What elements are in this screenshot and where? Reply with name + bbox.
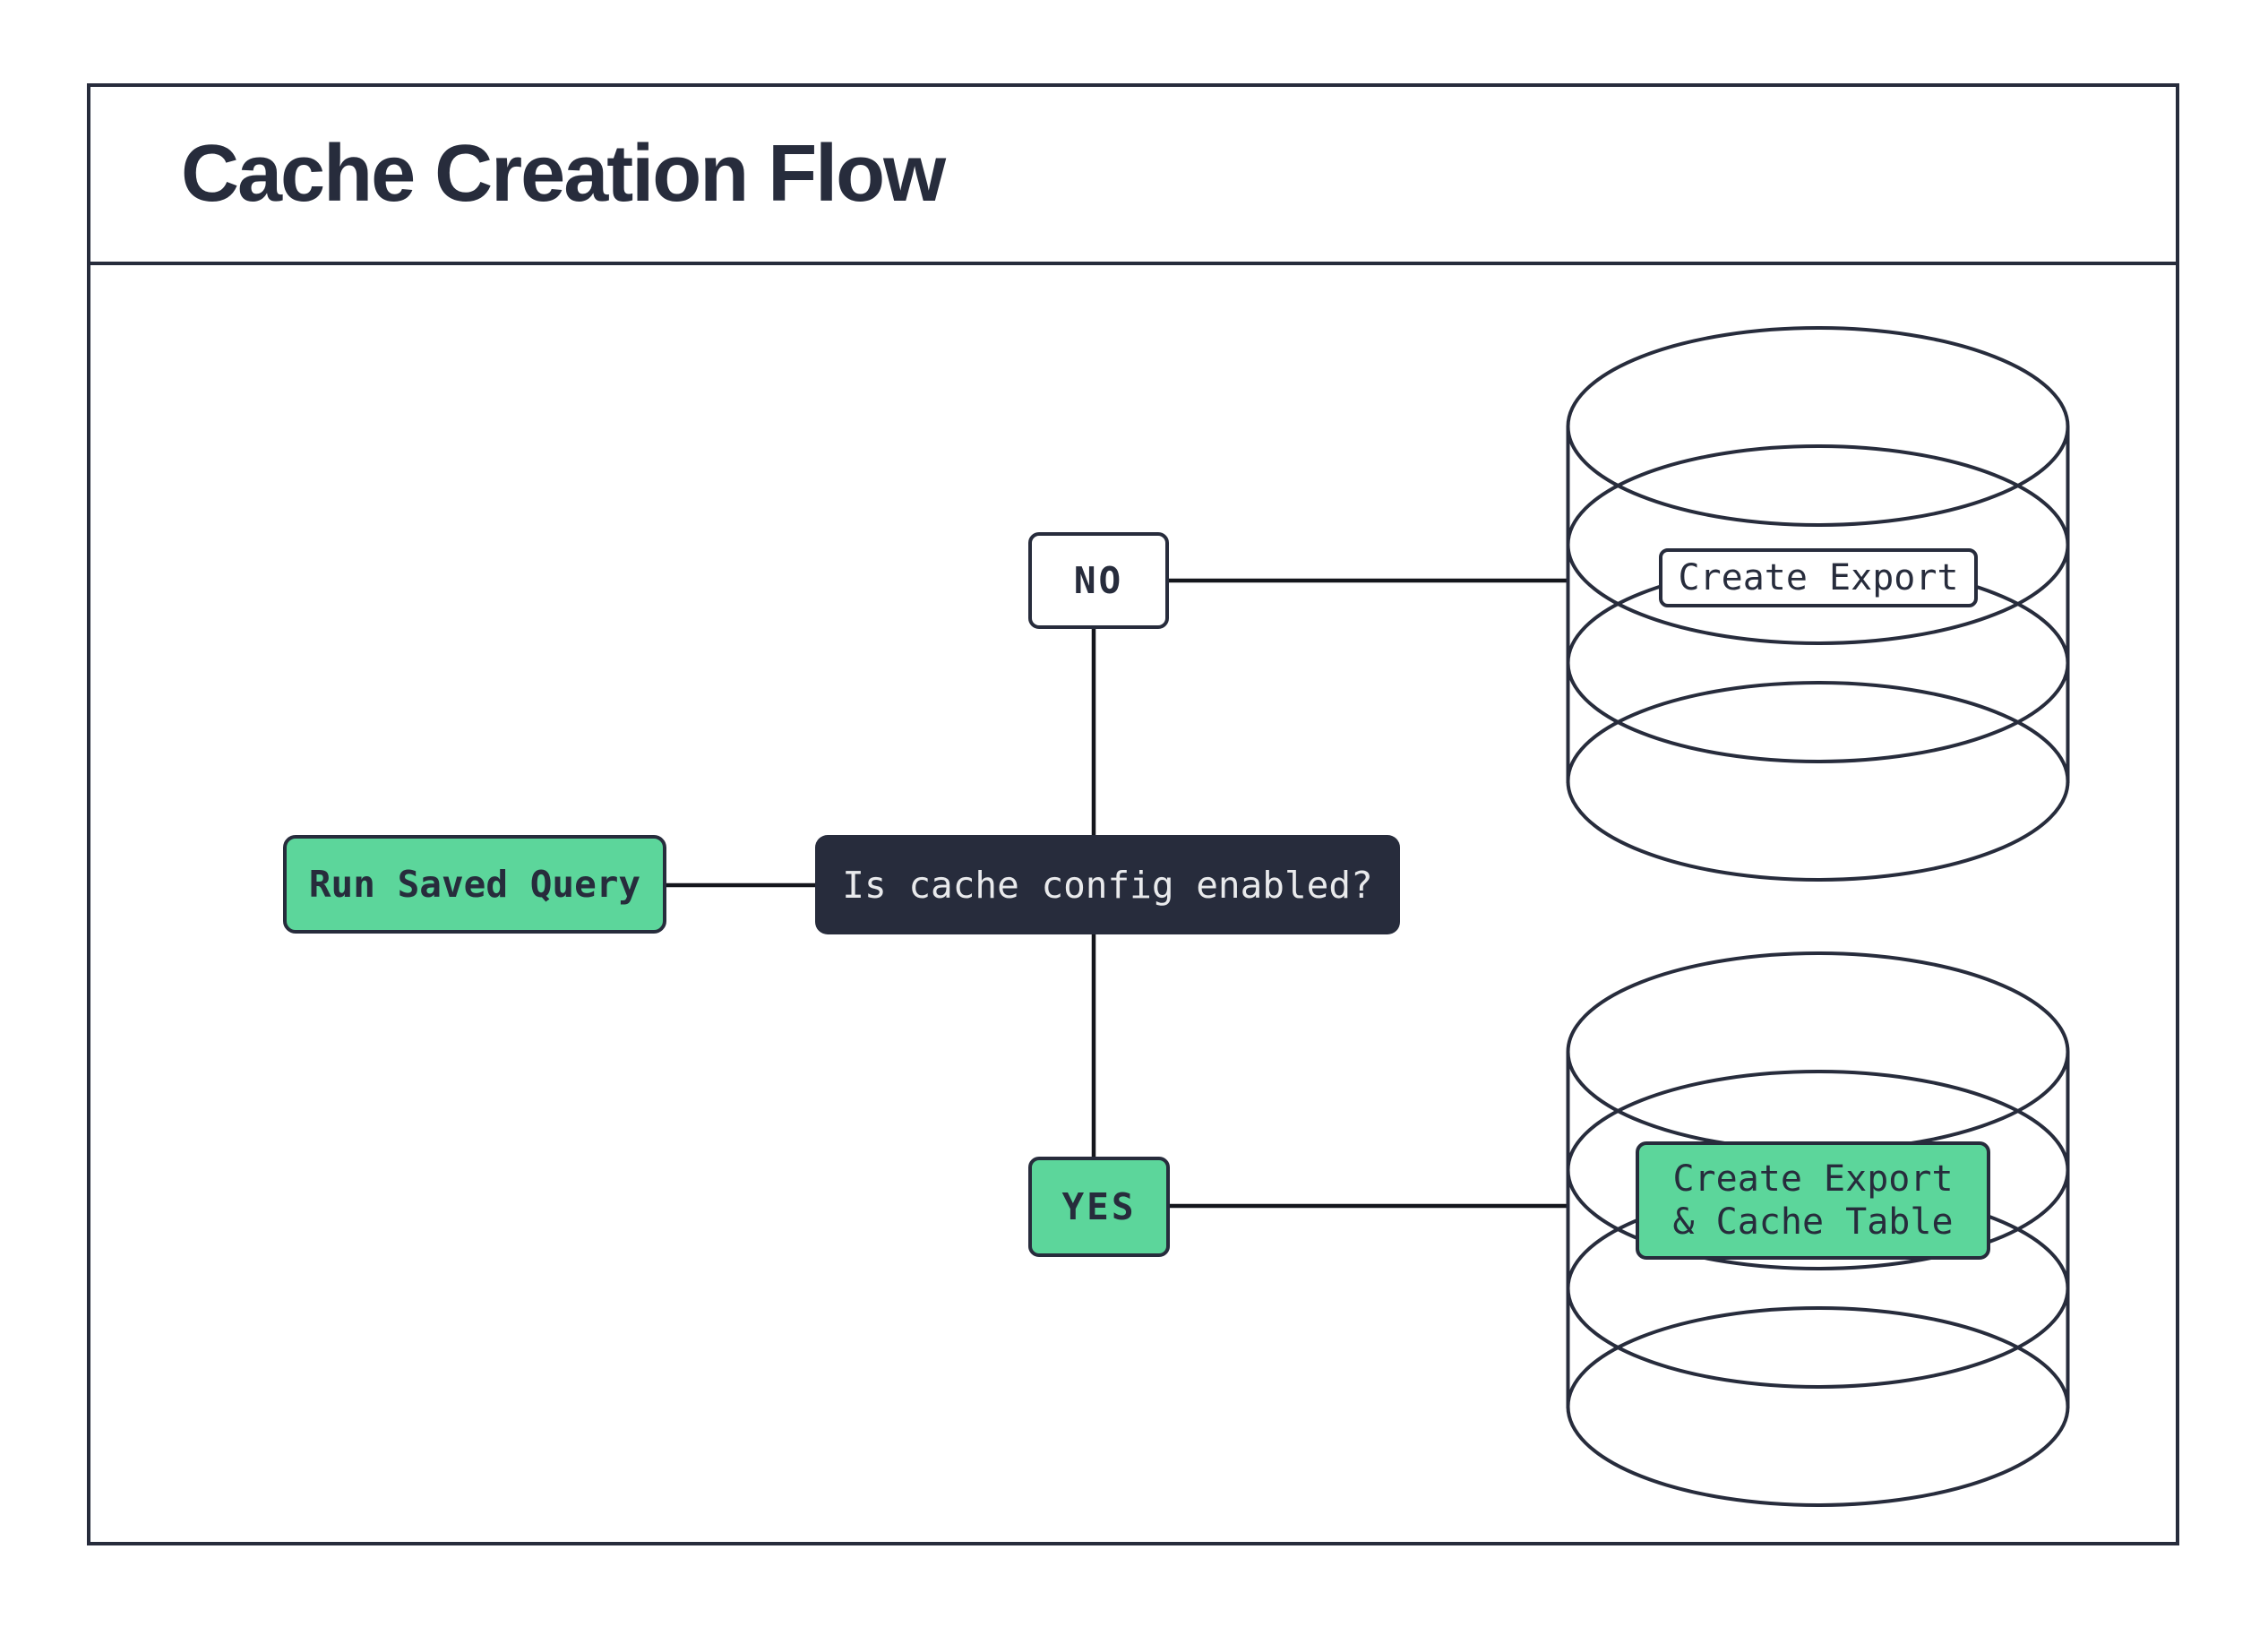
flow-node-label: Run Saved Query — [308, 863, 641, 906]
flow-branch-label: NO — [1073, 559, 1124, 602]
page-title: Cache Creation Flow — [181, 129, 946, 219]
flow-action-create-export: Create Export — [1659, 548, 1978, 607]
flow-action-label: Create Export — [1678, 557, 1959, 598]
flow-action-label-line2: & Cache Table — [1672, 1201, 1954, 1243]
flow-node-cache-config-decision: Is cache config enabled? — [815, 835, 1400, 934]
database-icon — [1566, 951, 2070, 1507]
flow-branch-yes: YES — [1028, 1157, 1170, 1257]
flow-branch-no: NO — [1028, 532, 1169, 629]
diagram-header: Cache Creation Flow — [90, 87, 2176, 265]
flow-action-label-line1: Create Export — [1672, 1158, 1954, 1200]
flow-node-label: Is cache config enabled? — [842, 863, 1373, 907]
flow-node-run-saved-query: Run Saved Query — [283, 835, 666, 934]
flow-action-create-export-and-cache-table: Create Export & Cache Table — [1636, 1141, 1990, 1260]
connector-lines — [666, 578, 1569, 1209]
database-icon — [1566, 326, 2070, 882]
flow-branch-label: YES — [1061, 1185, 1137, 1228]
